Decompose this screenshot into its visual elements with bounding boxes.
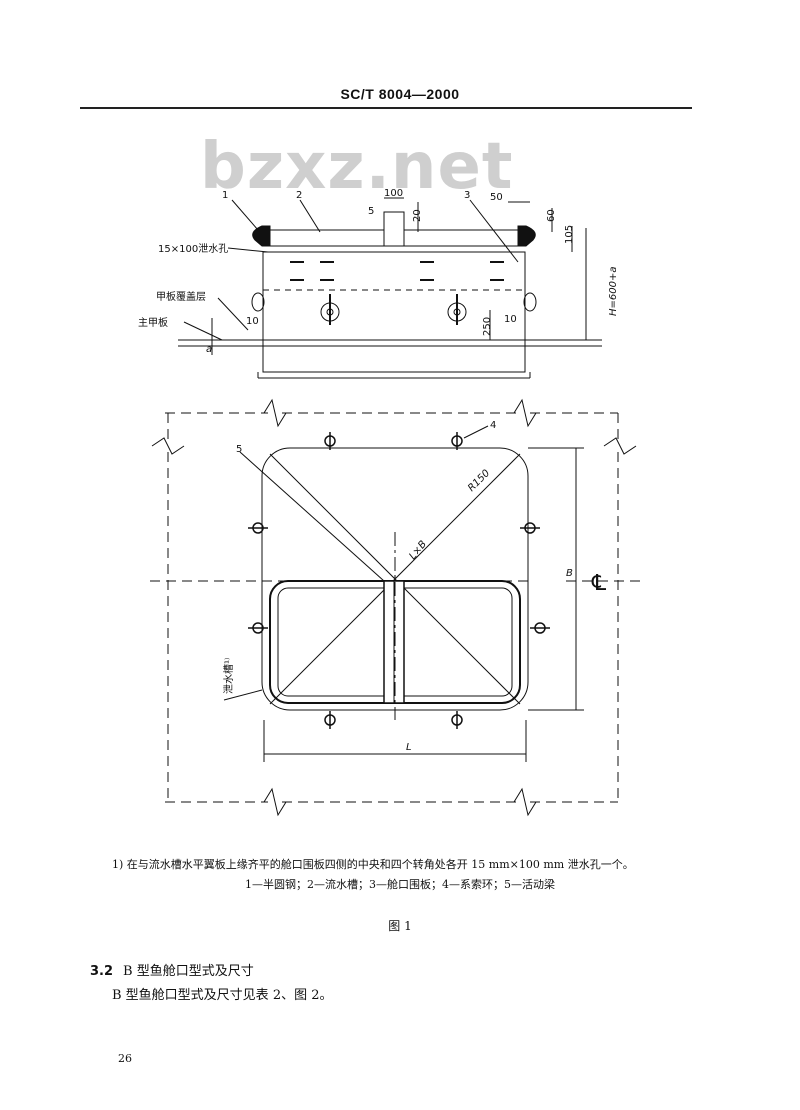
callout-1: 1: [222, 190, 228, 201]
label-main-deck: 主甲板: [138, 316, 168, 329]
label-drain-hole: 15×100泄水孔: [158, 242, 228, 255]
half-round-steel-left: [252, 225, 271, 247]
dim-h: H=600+a: [608, 267, 619, 317]
page-number: 26: [118, 1052, 132, 1065]
dim-20: 20: [412, 209, 423, 222]
body-paragraph: B 型鱼舱口型式及尺寸见表 2、图 2。: [112, 988, 333, 1003]
label-r150: R150: [466, 468, 492, 494]
elevation-view: [178, 197, 602, 379]
figure-footnote: 1) 在与流水槽水平翼板上缘齐平的舱口围板四侧的中央和四个转角处各开 15 mm…: [112, 858, 634, 871]
dim-a: a: [206, 344, 212, 355]
label-b: B: [566, 568, 573, 579]
callout-5: 5: [236, 444, 242, 455]
dim-10-right: 10: [504, 314, 517, 325]
section-title: B 型鱼舱口型式及尺寸: [123, 964, 254, 979]
label-drain-channel: 泄水槽¹⁾: [222, 658, 235, 694]
figure-legend: 1—半圆钢；2—流水槽；3—舱口围板；4—系索环；5—活动梁: [245, 878, 555, 891]
callout-2: 2: [296, 190, 302, 201]
elevation-labels: 1 2 3 100 5 20 50 60 105 H=600+a a 10 10…: [138, 188, 619, 355]
plan-view: [150, 398, 640, 817]
label-centerline: ℄: [591, 571, 607, 596]
dim-10-left: 10: [246, 316, 259, 327]
section-heading: 3.2 B 型鱼舱口型式及尺寸: [90, 960, 254, 979]
dim-5: 5: [368, 206, 374, 217]
dim-250: 250: [482, 317, 493, 336]
coaming: [262, 251, 526, 373]
callout-3: 3: [464, 190, 470, 201]
dim-100: 100: [384, 188, 403, 199]
watermark: bzxz.net: [200, 130, 514, 204]
beam-top: [383, 211, 405, 247]
label-lxb: L×B: [407, 539, 429, 562]
section-number: 3.2: [90, 964, 114, 979]
standard-code-header: SC/T 8004—2000: [340, 86, 460, 102]
header-rule: [80, 107, 692, 109]
dim-60: 60: [546, 209, 557, 222]
label-l: L: [406, 742, 412, 753]
callout-4: 4: [490, 420, 496, 431]
dim-105: 105: [564, 225, 575, 244]
dim-50: 50: [490, 192, 503, 203]
label-deck-cover: 甲板覆盖层: [156, 290, 206, 303]
half-round-steel-right: [517, 225, 536, 247]
figure-caption: 图 1: [388, 919, 412, 933]
